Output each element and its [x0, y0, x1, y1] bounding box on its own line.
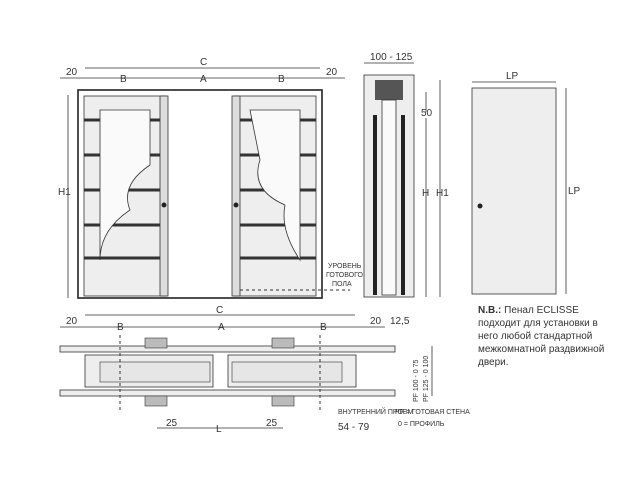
- dim-c: C: [200, 57, 207, 68]
- door-view: LP LP: [471, 71, 581, 295]
- dim-100-125: 100 - 125: [370, 52, 413, 63]
- plan-view: C 20 B A B 20 12,5 25 L 25 PF 100 - 0 75…: [59, 305, 470, 435]
- floor-label-3: ПОЛА: [332, 281, 352, 288]
- plan-dim-20-right: 20: [370, 316, 382, 327]
- dim-lp-width: LP: [506, 71, 519, 82]
- dim-b-left: B: [120, 74, 127, 85]
- dim-b-right: B: [278, 74, 285, 85]
- o-legend: 0 = ПРОФИЛЬ: [398, 421, 445, 428]
- floor-label-2: ГОТОВОГО: [326, 272, 364, 279]
- dim-h1: H1: [58, 187, 71, 198]
- floor-label-1: УРОВЕНЬ: [328, 263, 362, 270]
- door-handle-right: [233, 202, 239, 208]
- note-text: Пенал ECLISSE подходит для установки в н…: [478, 305, 605, 368]
- plan-dim-b-right: B: [320, 322, 327, 333]
- dim-20-right: 20: [326, 67, 338, 78]
- dim-20-left: 20: [66, 67, 78, 78]
- inner-opening-label: ВНУТРЕННИЙ ПРОЕМ: [338, 407, 414, 416]
- side-view: 100 - 125 50 H H1: [363, 52, 449, 298]
- plan-dim-20-left: 20: [66, 316, 78, 327]
- dim-25-right: 25: [266, 418, 278, 429]
- note-label: N.B.:: [478, 305, 502, 316]
- dim-h1-side: H1: [436, 188, 449, 199]
- dim-a: A: [200, 74, 207, 85]
- inner-opening-range: 54 - 79: [338, 422, 370, 433]
- pf-125-label: PF 125 - 0 100: [423, 356, 430, 402]
- pf-100-label: PF 100 - 0 75: [413, 359, 420, 402]
- dim-25-left: 25: [166, 418, 178, 429]
- plan-dim-b-left: B: [117, 322, 124, 333]
- front-view: C 20 B A B 20 H1 УРОВЕНЬ ГОТОВОГО ПОЛА: [58, 57, 364, 299]
- door-handle-left: [161, 202, 167, 208]
- dim-12-5: 12,5: [390, 316, 410, 327]
- dim-h: H: [422, 188, 429, 199]
- door-handle: [477, 203, 483, 209]
- dim-l: L: [216, 424, 222, 435]
- pf-legend: PF = ГОТОВАЯ СТЕНА: [395, 409, 470, 416]
- note: N.B.: Пенал ECLISSE подходит для установ…: [478, 304, 618, 369]
- dim-lp-height: LP: [568, 186, 581, 197]
- plan-dim-a: A: [218, 322, 225, 333]
- dim-50: 50: [421, 108, 433, 119]
- plan-dim-c: C: [216, 305, 223, 316]
